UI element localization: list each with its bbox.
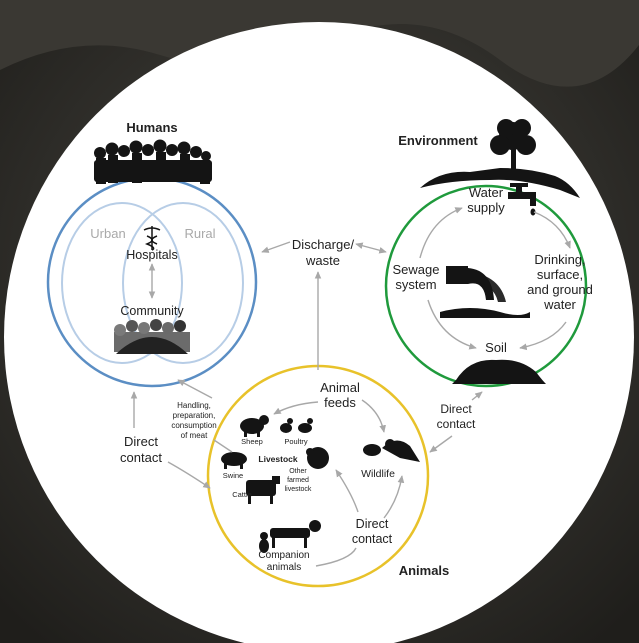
cat-icon bbox=[259, 532, 269, 553]
arrow-sewage-to-soil bbox=[427, 299, 477, 350]
arrow-drinking-to-soil bbox=[519, 321, 567, 351]
animal-feeds-label-1: Animal bbox=[320, 380, 360, 395]
sewage-label-1: Sewage bbox=[393, 262, 440, 277]
drinking-label-1: Drinking, bbox=[534, 252, 585, 267]
soil-label: Soil bbox=[485, 340, 507, 355]
rural-label: Rural bbox=[184, 226, 215, 241]
rodent-icon bbox=[363, 444, 381, 456]
faucet-icon bbox=[508, 183, 536, 216]
hospitals-label: Hospitals bbox=[126, 248, 177, 262]
urban-ellipse bbox=[61, 202, 183, 364]
animals-direct-contact-2: contact bbox=[352, 532, 393, 546]
arrow-direct-contact-animals-left bbox=[167, 461, 211, 489]
sewage-label-2: system bbox=[395, 277, 436, 292]
cattle-label: Cattle bbox=[232, 490, 252, 499]
soil-mound bbox=[452, 359, 546, 384]
direct-contact-left-2: contact bbox=[120, 450, 162, 465]
drinking-label-2: surface, bbox=[537, 267, 583, 282]
sheep-label: Sheep bbox=[241, 437, 263, 446]
other-farmed-label-1: Other bbox=[289, 468, 307, 475]
handling-label-1: Handling, bbox=[177, 401, 211, 410]
cattle-icon bbox=[246, 476, 280, 504]
livestock-label: Livestock bbox=[258, 454, 297, 464]
rural-ellipse bbox=[122, 202, 244, 364]
direct-contact-right-2: contact bbox=[437, 417, 476, 431]
arrow-direct-contact-to-animals bbox=[429, 435, 453, 453]
poultry-icon bbox=[280, 418, 313, 433]
community-silhouette bbox=[114, 319, 190, 354]
sewage-pipe-icon bbox=[440, 266, 530, 318]
poultry-label: Poultry bbox=[284, 437, 308, 446]
humans-group bbox=[46, 139, 258, 388]
urban-label: Urban bbox=[90, 226, 125, 241]
companion-label-2: animals bbox=[267, 562, 301, 573]
dog-icon bbox=[270, 520, 321, 548]
direct-contact-left-1: Direct bbox=[124, 434, 158, 449]
community-label: Community bbox=[120, 304, 184, 318]
arrow-discharge-to-environment bbox=[355, 242, 387, 254]
crowd-silhouette bbox=[94, 139, 212, 184]
direct-contact-right-1: Direct bbox=[440, 402, 472, 416]
arrow-feeds-to-wildlife bbox=[361, 399, 386, 433]
bird-icon bbox=[382, 439, 420, 462]
environment-title: Environment bbox=[398, 133, 478, 148]
other-farmed-label-3: livestock bbox=[285, 486, 312, 493]
arrow-contact-to-wildlife bbox=[383, 475, 405, 519]
handling-label-4: of meat bbox=[181, 431, 208, 440]
animals-title: Animals bbox=[399, 563, 450, 578]
drinking-label-3: and ground bbox=[527, 282, 593, 297]
humans-title: Humans bbox=[126, 120, 177, 135]
water-supply-label-1: Water bbox=[469, 185, 504, 200]
arrow-meat-to-humans bbox=[177, 379, 213, 399]
discharge-label-2: waste bbox=[305, 253, 340, 268]
caduceus-icon bbox=[143, 226, 161, 251]
swine-label: Swine bbox=[223, 471, 243, 480]
grass-ridge bbox=[420, 168, 580, 198]
arrow-livestock-to-handling bbox=[213, 439, 233, 453]
environment-group bbox=[384, 119, 588, 388]
arrow-humans-to-discharge bbox=[261, 241, 291, 253]
animals-direct-contact-1: Direct bbox=[356, 517, 389, 531]
arrow-companion-to-contact bbox=[315, 547, 357, 567]
handling-label-3: consumption bbox=[171, 421, 216, 430]
other-farmed-label-2: farmed bbox=[287, 477, 309, 484]
arrow-livestock-wildlife bbox=[335, 469, 359, 513]
sheep-icon bbox=[240, 415, 269, 437]
discharge-label-1: Discharge/ bbox=[292, 237, 355, 252]
companion-label-1: Companion bbox=[258, 550, 309, 561]
main-disc bbox=[4, 22, 634, 643]
wildlife-label: Wildlife bbox=[361, 468, 395, 480]
arrow-sewage-to-water bbox=[419, 207, 463, 259]
tree-icon bbox=[490, 119, 536, 174]
animal-feeds-label-2: feeds bbox=[324, 395, 356, 410]
arrow-water-to-drinking bbox=[533, 211, 571, 249]
turkey-icon bbox=[306, 447, 329, 469]
cross-links bbox=[130, 241, 483, 489]
swine-icon bbox=[221, 452, 247, 469]
arrow-env-to-direct-contact bbox=[471, 391, 483, 401]
handling-label-2: preparation, bbox=[173, 411, 216, 420]
environment-ring bbox=[384, 184, 588, 388]
water-supply-label-2: supply bbox=[467, 200, 505, 215]
arrow-feeds-to-livestock bbox=[273, 401, 319, 415]
drinking-label-4: water bbox=[543, 297, 576, 312]
